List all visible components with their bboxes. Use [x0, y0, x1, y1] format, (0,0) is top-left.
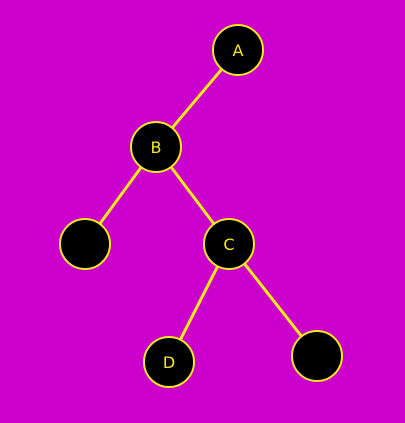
- edge-B-B-left: [98, 166, 143, 225]
- node-label: C: [223, 235, 234, 254]
- edge-C-C-right: [243, 262, 303, 338]
- node-circle: [143, 336, 195, 388]
- node-circle: [203, 218, 255, 270]
- edge-A-B: [170, 68, 224, 129]
- node-label: B: [151, 138, 162, 157]
- node-label: D: [163, 353, 175, 372]
- tree-node-d: D: [143, 336, 195, 388]
- node-layer: A B C D: [59, 24, 343, 388]
- node-circle: [291, 330, 343, 382]
- tree-node-c-right: [291, 330, 343, 382]
- edge-layer: [98, 68, 303, 341]
- node-label: A: [233, 41, 244, 60]
- node-circle: [130, 121, 182, 173]
- tree-node-c: C: [203, 218, 255, 270]
- tree-node-a: A: [212, 24, 264, 76]
- tree-node-b-left: [59, 218, 111, 270]
- node-circle: [212, 24, 264, 76]
- node-circle: [59, 218, 111, 270]
- edge-B-C: [169, 166, 216, 225]
- tree-node-b: B: [130, 121, 182, 173]
- edge-C-D: [178, 265, 220, 341]
